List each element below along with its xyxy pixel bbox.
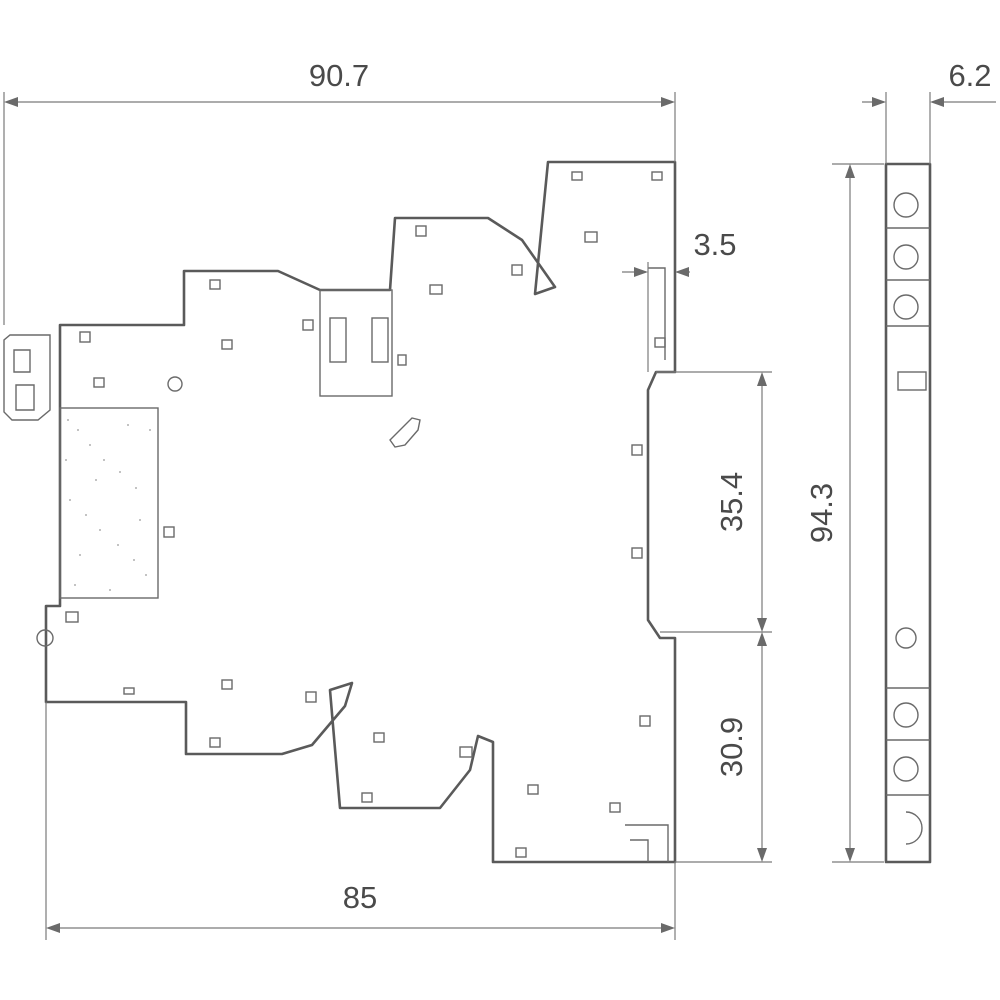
screw-icon bbox=[893, 756, 919, 782]
overall-width-label: 90.7 bbox=[309, 58, 369, 93]
top-contact-right bbox=[371, 317, 389, 363]
dimension-module-width: 6.2 bbox=[862, 58, 996, 164]
dimension-lower-height: 30.9 bbox=[675, 632, 772, 863]
lower-height-label: 30.9 bbox=[714, 717, 749, 777]
rail-width-label: 35.4 bbox=[714, 472, 749, 532]
relay-front-view bbox=[3, 160, 677, 864]
din-clip bbox=[3, 334, 51, 421]
dimension-rail-width: 35.4 bbox=[656, 371, 772, 633]
module-width-label: 6.2 bbox=[948, 58, 991, 93]
screw-terminal-icons bbox=[893, 192, 919, 782]
screw-icon bbox=[893, 702, 919, 728]
top-contact-left bbox=[329, 317, 347, 363]
screw-icon bbox=[893, 192, 919, 218]
rail-recess-top bbox=[648, 267, 666, 360]
relay-side-view bbox=[884, 162, 932, 864]
dimension-overall-width: 90.7 bbox=[3, 58, 676, 325]
side-latch bbox=[897, 371, 927, 391]
top-contact-bay bbox=[319, 289, 393, 397]
relay-body-outline bbox=[44, 160, 677, 864]
base-width-label: 85 bbox=[343, 880, 377, 915]
center-key-slot bbox=[389, 417, 421, 448]
side-hook bbox=[905, 811, 923, 845]
side-indicator bbox=[895, 627, 917, 649]
dimension-clip-offset: 3.5 bbox=[622, 227, 737, 372]
indicator-hole bbox=[167, 376, 183, 392]
screw-icon bbox=[893, 294, 919, 320]
coil-label-area bbox=[59, 407, 159, 599]
terminal-marks bbox=[65, 171, 666, 858]
clip-offset-label: 3.5 bbox=[693, 227, 736, 262]
screw-icon bbox=[893, 244, 919, 270]
rail-hook-bottom bbox=[625, 824, 669, 862]
clip-pin bbox=[36, 629, 54, 647]
dimension-total-height: 94.3 bbox=[804, 163, 884, 863]
dimension-base-width: 85 bbox=[45, 702, 676, 940]
coil-dot-pattern bbox=[65, 419, 151, 591]
total-height-label: 94.3 bbox=[804, 483, 839, 543]
